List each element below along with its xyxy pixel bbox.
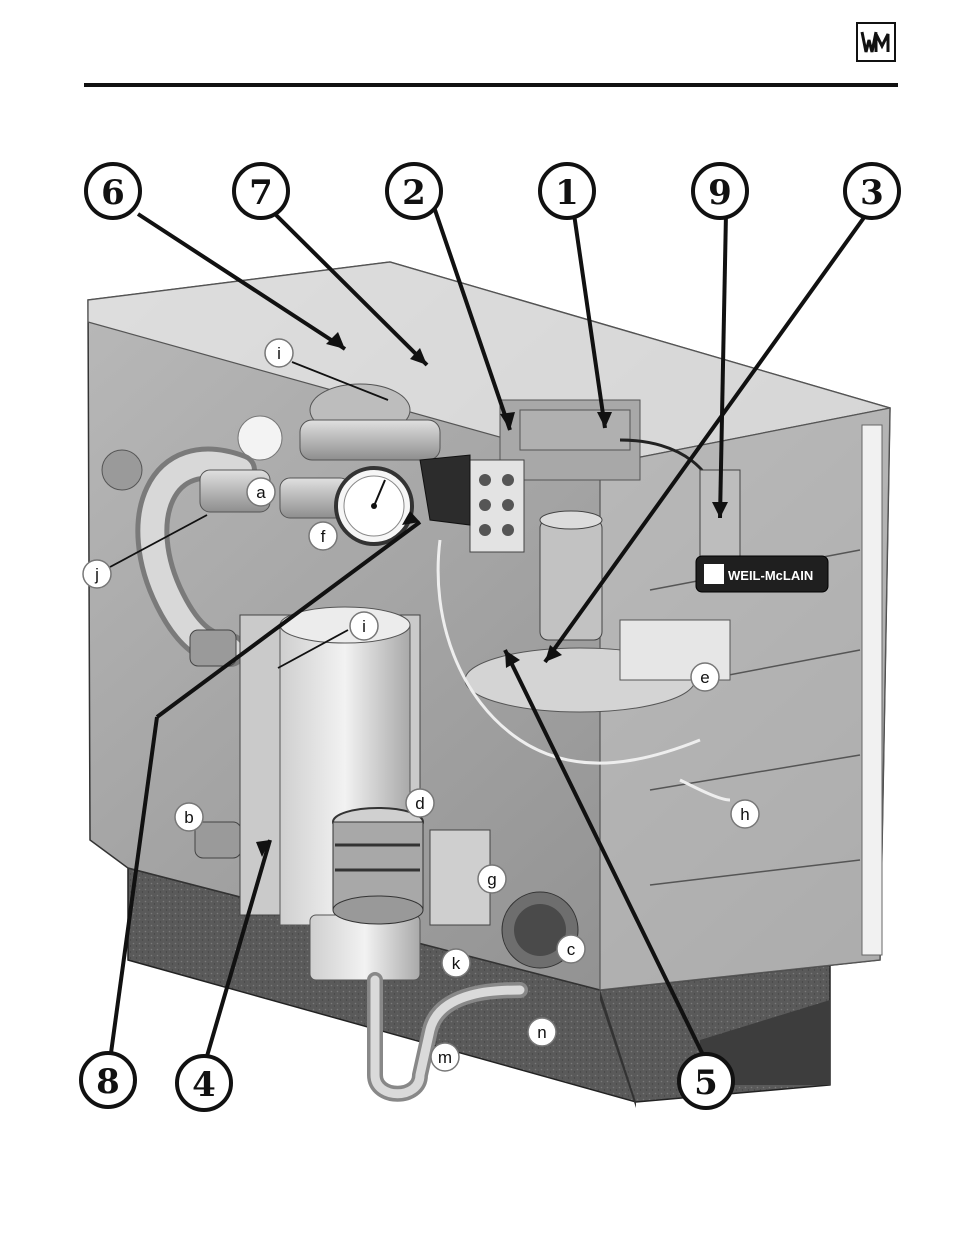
callout-letter-b: b: [175, 803, 203, 831]
svg-text:1: 1: [555, 173, 579, 213]
callout-letter-h: h: [731, 800, 759, 828]
svg-text:d: d: [415, 794, 424, 813]
callout-letter-n: n: [528, 1018, 556, 1046]
svg-text:k: k: [452, 954, 461, 973]
svg-text:3: 3: [860, 173, 884, 213]
svg-text:7: 7: [249, 173, 273, 213]
callout-4: 4: [177, 1056, 231, 1110]
svg-text:5: 5: [694, 1063, 718, 1103]
callout-9: 9: [693, 164, 747, 218]
callout-8: 8: [81, 1053, 135, 1107]
svg-text:4: 4: [192, 1065, 216, 1105]
callout-letter-i-mid: i: [350, 612, 378, 640]
brand-badge-text: WEIL-McLAIN: [728, 568, 813, 583]
svg-text:c: c: [567, 940, 576, 959]
svg-text:8: 8: [96, 1062, 120, 1102]
svg-text:e: e: [700, 668, 709, 687]
callout-5: 5: [679, 1054, 733, 1108]
callout-letter-e: e: [691, 663, 719, 691]
svg-text:9: 9: [708, 173, 732, 213]
callout-3: 3: [845, 164, 899, 218]
callout-letter-j: j: [83, 560, 111, 588]
callout-2: 2: [387, 164, 441, 218]
svg-text:j: j: [94, 565, 99, 584]
svg-text:i: i: [362, 617, 366, 636]
svg-text:6: 6: [101, 173, 125, 213]
brand-badge: WEIL-McLAIN: [696, 556, 828, 592]
svg-text:i: i: [277, 344, 281, 363]
svg-text:a: a: [256, 483, 266, 502]
callout-letter-d: d: [406, 789, 434, 817]
callout-letter-k: k: [442, 949, 470, 977]
pressure-gauge: [336, 468, 412, 544]
callout-1: 1: [540, 164, 594, 218]
callout-6: 6: [86, 164, 140, 218]
svg-text:n: n: [537, 1023, 546, 1042]
svg-text:h: h: [740, 805, 749, 824]
callout-letter-g: g: [478, 865, 506, 893]
callout-letter-a: a: [247, 478, 275, 506]
callout-letter-f: f: [309, 522, 337, 550]
svg-text:m: m: [438, 1048, 452, 1067]
callout-7: 7: [234, 164, 288, 218]
callout-letter-m: m: [431, 1043, 459, 1071]
svg-text:2: 2: [402, 173, 426, 213]
callout-letter-c: c: [557, 935, 585, 963]
svg-text:g: g: [487, 870, 496, 889]
svg-text:b: b: [184, 808, 193, 827]
svg-text:f: f: [321, 527, 326, 546]
callout-letter-i-top: i: [265, 339, 293, 367]
